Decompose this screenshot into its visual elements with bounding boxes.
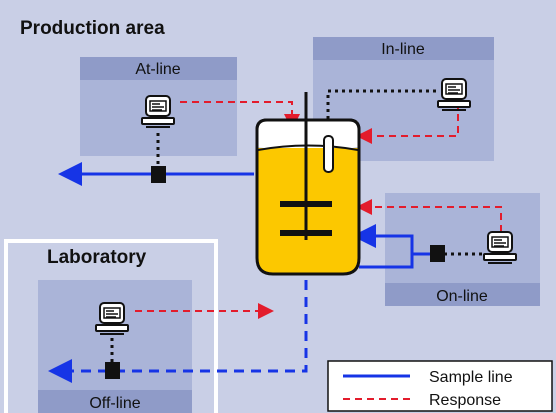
at-line-computer-icon [141, 95, 175, 128]
on-line-label: On-line [436, 288, 488, 305]
at-line-response [180, 101, 300, 130]
legend: Sample line Response [327, 360, 553, 412]
probe-icon [323, 135, 334, 173]
at-line-box: At-line [80, 57, 237, 156]
legend-sample-line-label: Sample line [429, 369, 513, 386]
reactor-vessel-icon [255, 118, 361, 276]
on-line-sampler-icon [430, 245, 445, 262]
stirrer-icon [280, 92, 332, 240]
off-line-sample-line [48, 280, 308, 383]
in-line-computer-icon [437, 78, 471, 111]
off-line-computer-icon [95, 302, 129, 335]
in-line-label: In-line [381, 41, 425, 58]
laboratory-title: Laboratory [47, 247, 147, 268]
off-line-label: Off-line [89, 395, 140, 412]
at-line-sampler-icon [151, 166, 166, 183]
production-area-title: Production area [20, 18, 165, 39]
on-line-response [356, 199, 502, 232]
at-line-label: At-line [135, 61, 180, 78]
on-line-sample-line [352, 224, 438, 256]
on-line-computer-icon [483, 231, 517, 264]
on-line-box: On-line [385, 193, 540, 306]
off-line-sampler-icon [105, 362, 120, 379]
off-line-box: Off-line [38, 280, 192, 413]
legend-response-label: Response [429, 392, 501, 409]
